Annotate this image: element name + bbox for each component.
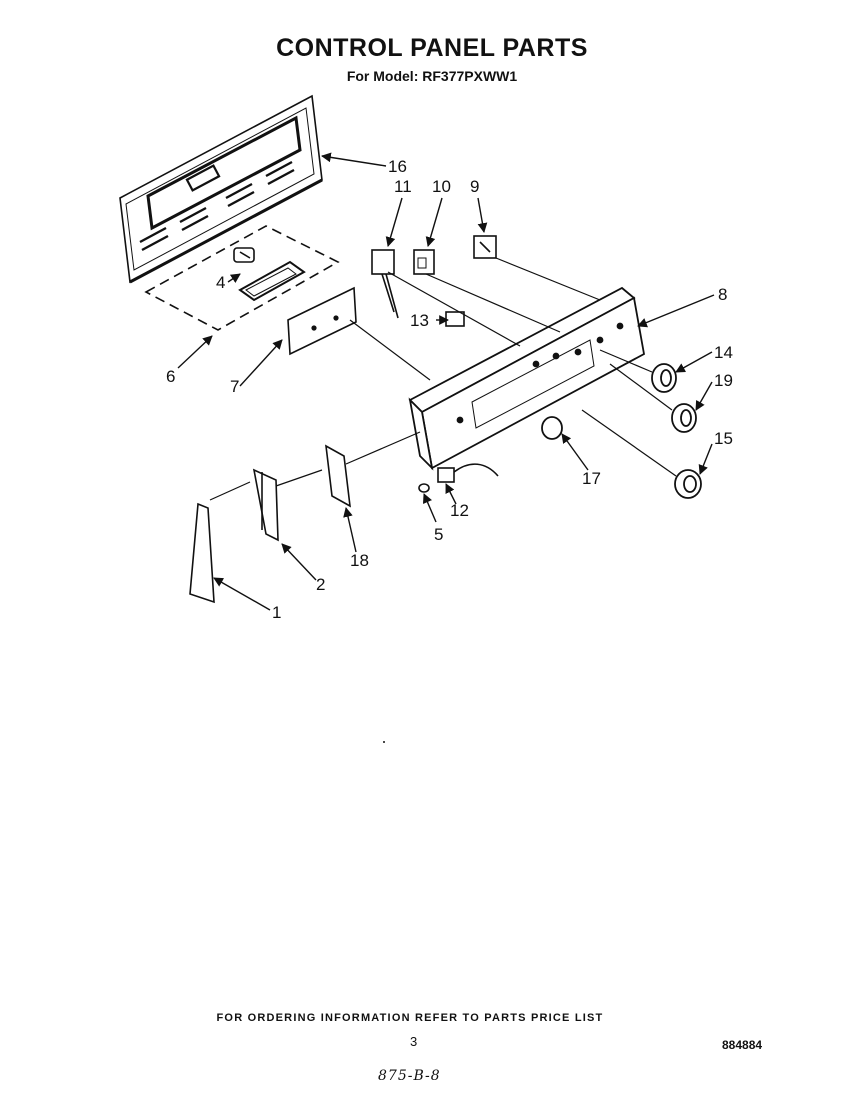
- part-4-clock-knob: [233, 247, 255, 263]
- callout-6: 6: [166, 367, 175, 386]
- exploded-parts-diagram: 1 2 4 5 6 7 8 9 10 11 12 13 14 15 16 17 …: [119, 94, 733, 743]
- part-14-knob: [651, 363, 677, 393]
- part-17-knob: [541, 416, 563, 440]
- callout-13: 13: [410, 311, 429, 330]
- callout-10: 10: [432, 177, 451, 196]
- part-6-clock-assembly-outline: [144, 225, 340, 331]
- part-11-switch: [371, 249, 399, 319]
- handwritten-note: 875-B-8: [378, 1068, 441, 1084]
- stray-mark: [383, 741, 385, 743]
- part-18-bracket: [325, 444, 351, 508]
- model-subtitle: For Model: RF377PXWW1: [346, 68, 518, 84]
- callout-19: 19: [714, 371, 733, 390]
- part-7-overlay-plate: [287, 286, 357, 356]
- part-1-end-cap: [189, 502, 215, 604]
- callout-11: 11: [394, 177, 412, 196]
- part-13-terminal-block: [445, 311, 465, 327]
- callout-18: 18: [350, 551, 369, 570]
- callout-16: 16: [388, 157, 407, 176]
- callout-17: 17: [582, 469, 601, 488]
- page-title: CONTROL PANEL PARTS: [276, 34, 588, 62]
- callout-1: 1: [272, 603, 281, 622]
- callout-15: 15: [714, 429, 733, 448]
- part-19-knob: [671, 403, 697, 433]
- part-16-back-panel: [119, 94, 323, 284]
- part-15-knob: [674, 469, 702, 499]
- callout-9: 9: [470, 177, 479, 196]
- clock-body: [238, 260, 306, 302]
- callout-12: 12: [450, 501, 469, 520]
- leader-arrows: [177, 152, 715, 611]
- part-5-lamp: [418, 483, 430, 493]
- page-number: 3: [410, 1034, 418, 1049]
- callout-7: 7: [230, 377, 239, 396]
- callout-14: 14: [714, 343, 733, 362]
- callout-5: 5: [434, 525, 443, 544]
- part-12-lamp-socket: [437, 463, 499, 483]
- ordering-note: FOR ORDERING INFORMATION REFER TO PARTS …: [216, 1012, 604, 1024]
- callout-8: 8: [718, 285, 727, 304]
- part-8-control-panel: [408, 286, 646, 471]
- part-10-switch: [413, 249, 435, 275]
- callout-2: 2: [316, 575, 325, 594]
- part-9-switch: [473, 235, 497, 259]
- callout-4: 4: [216, 273, 225, 292]
- document-number: 884884: [722, 1038, 763, 1052]
- assembly-lines: [209, 257, 677, 501]
- part-2-bracket: [252, 468, 279, 542]
